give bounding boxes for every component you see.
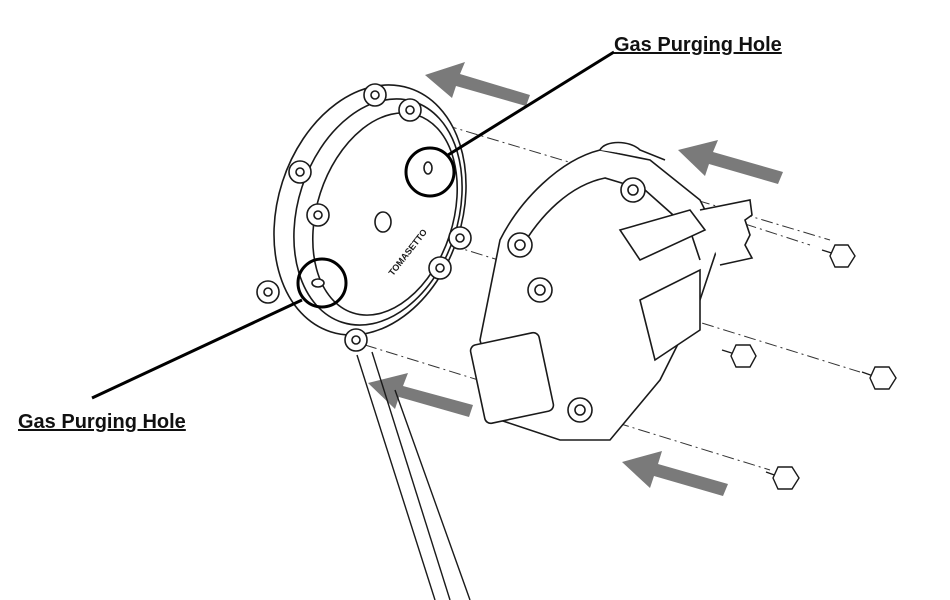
- callout-label-top: Gas Purging Hole: [614, 34, 782, 56]
- screws: [721, 244, 897, 490]
- arrow-icon: [622, 451, 728, 496]
- callout-label-bottom: Gas Purging Hole: [18, 411, 186, 433]
- screw-icon: [821, 244, 856, 268]
- support-bracket: [356, 351, 471, 600]
- callout-leader-top: [447, 50, 615, 157]
- callouts: [91, 50, 615, 400]
- callout-leader-bottom: [91, 298, 303, 400]
- arrow-icon: [425, 62, 530, 106]
- screw-icon: [861, 366, 897, 390]
- callout-circle-icon: [404, 146, 456, 198]
- regulator-housing: [469, 141, 754, 441]
- callout-circle-icon: [296, 257, 348, 309]
- assembly-arrows: [368, 62, 783, 496]
- arrow-icon: [368, 373, 473, 417]
- screw-icon: [721, 344, 757, 368]
- arrow-icon: [678, 140, 783, 184]
- screw-icon: [765, 466, 800, 490]
- regulator-cover: [256, 83, 472, 352]
